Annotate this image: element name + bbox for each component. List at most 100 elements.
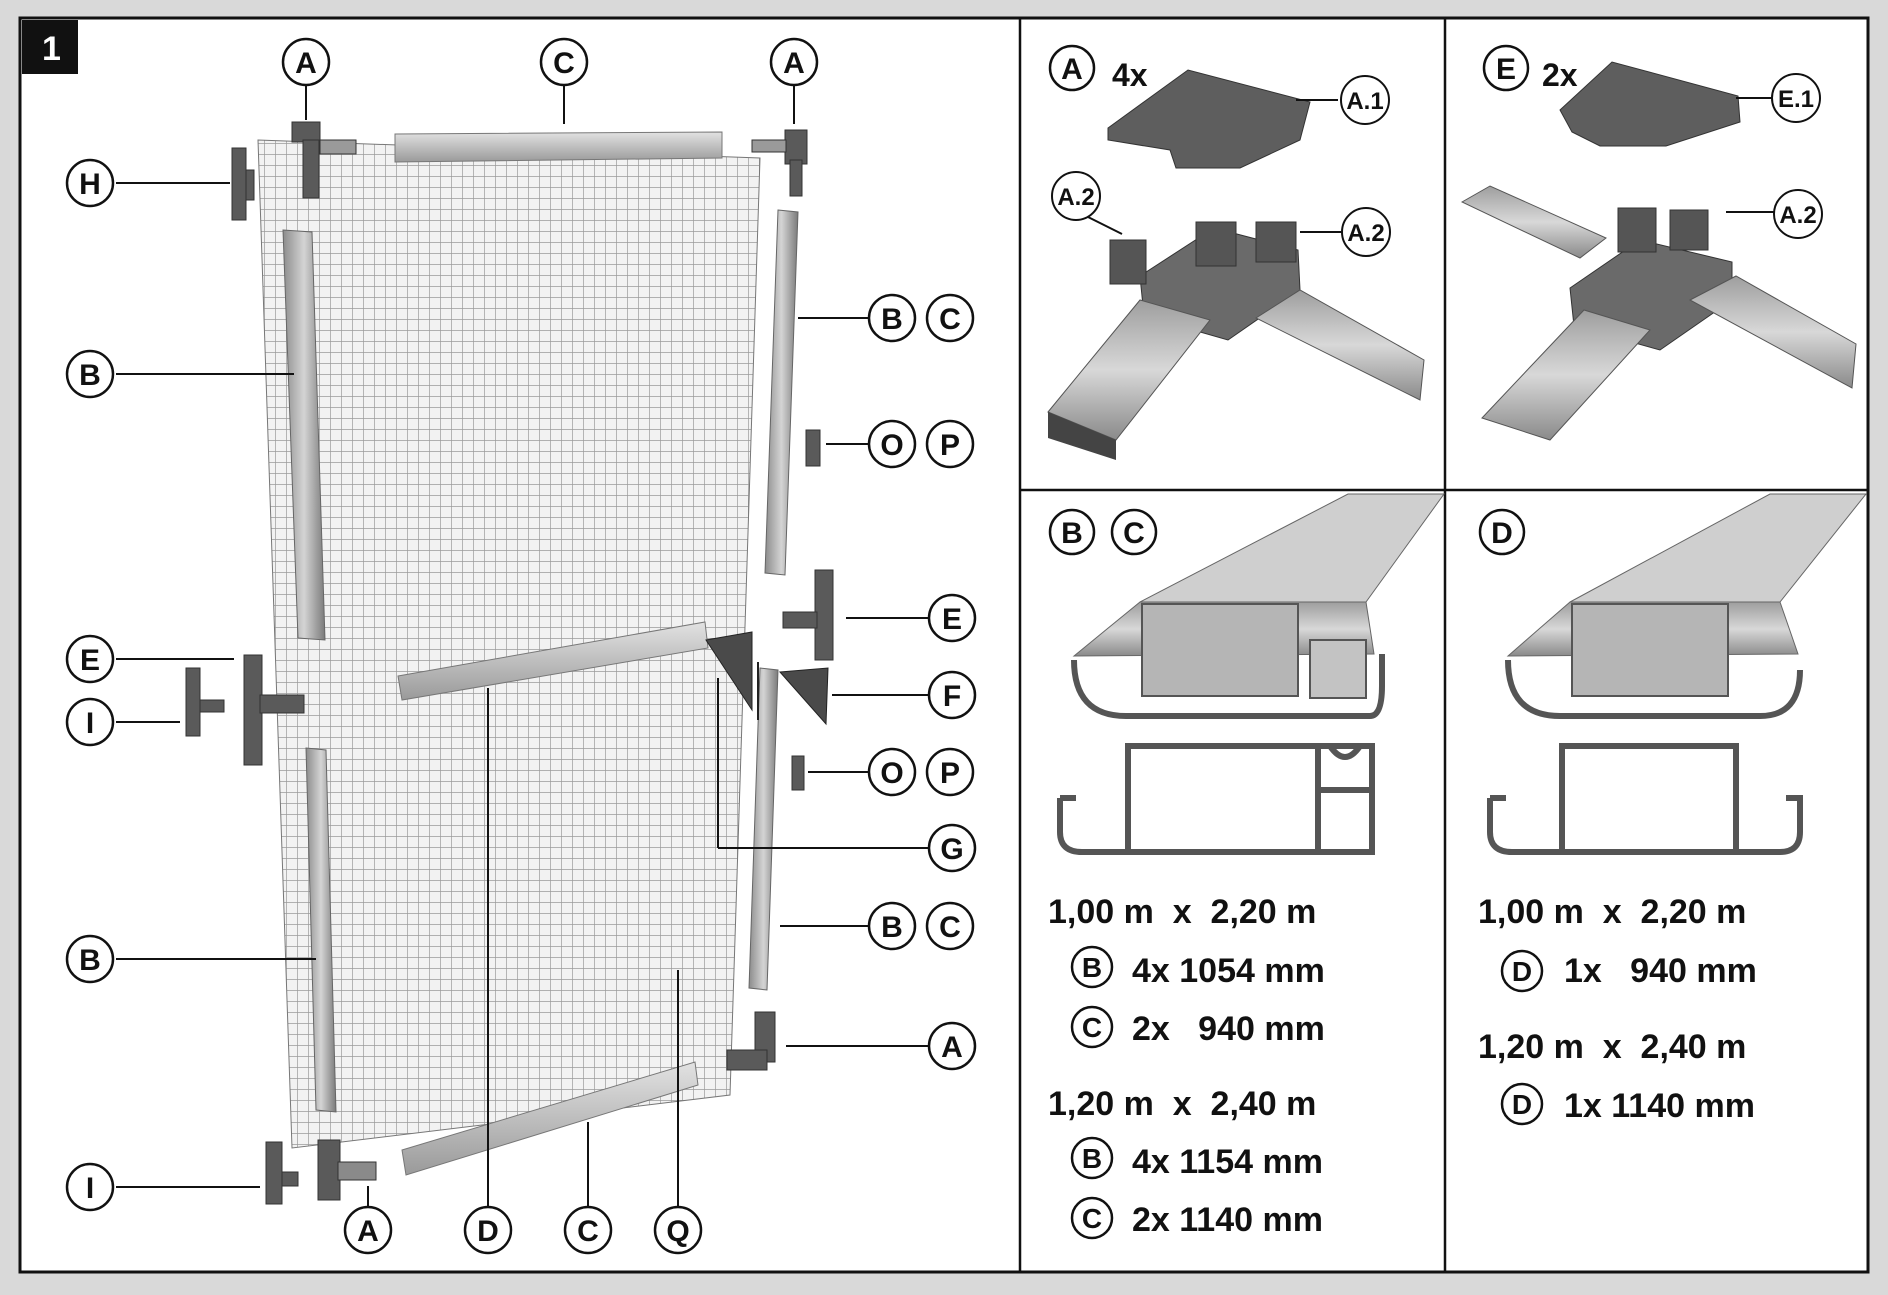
hinge-i-upper <box>185 667 225 737</box>
svg-text:O: O <box>880 429 903 462</box>
profile-bc-label-b: B <box>1061 517 1083 550</box>
stopper-op-upper <box>805 429 821 467</box>
svg-text:D: D <box>1512 956 1532 987</box>
profile-d-row-2: D 1x 1140 mm <box>1500 1082 1755 1126</box>
label-a2-right: A.2 <box>1347 220 1384 247</box>
svg-text:A: A <box>941 1031 963 1064</box>
profile-d-row-1: D 1x 940 mm <box>1500 949 1757 993</box>
profile-d-size-2: 1,20 m x 2,40 m <box>1478 1028 1746 1066</box>
profile-bc-3d <box>1071 493 1445 719</box>
tee-connector-e-right <box>782 569 834 661</box>
cap-e1 <box>1559 61 1741 147</box>
hinge-h <box>231 147 255 221</box>
svg-text:B: B <box>1082 1143 1102 1174</box>
svg-text:O: O <box>880 757 903 790</box>
profile-bc-row-2: C 2x 940 mm <box>1070 1005 1325 1049</box>
bottom-profile-c <box>401 1061 699 1176</box>
svg-text:C: C <box>939 303 961 336</box>
profile-d-size-1: 1,00 m x 2,20 m <box>1478 893 1746 931</box>
callout-g: G <box>927 823 977 873</box>
tee-connector-e-left <box>243 654 305 766</box>
callout-q-bottom: Q <box>653 1205 703 1255</box>
callout-e-left: E <box>65 634 115 684</box>
svg-text:C: C <box>939 911 961 944</box>
profile-bc-row-1: B 4x 1054 mm <box>1070 945 1325 990</box>
hinge-i-lower <box>265 1141 299 1205</box>
cap-a1 <box>1107 69 1311 169</box>
panel-profile-bc: B C 1,00 m x 2,20 m B 4x 1054 mm <box>1048 493 1445 1240</box>
svg-text:A: A <box>783 47 805 80</box>
svg-text:H: H <box>79 168 101 201</box>
panel-corner-label: A <box>1061 53 1083 86</box>
svg-text:E: E <box>942 603 962 636</box>
callout-o-lower: O <box>867 747 917 797</box>
left-profile-b-upper <box>282 229 326 641</box>
label-e1: E.1 <box>1778 86 1814 113</box>
callout-h: H <box>65 158 115 208</box>
callout-a-lower-right: A <box>927 1021 977 1071</box>
svg-text:P: P <box>940 757 960 790</box>
left-profile-b-lower <box>305 747 337 1113</box>
callout-f: F <box>927 670 977 720</box>
stopper-op-lower <box>791 755 805 791</box>
callout-a-top-left: A <box>281 37 331 87</box>
corner-connector-a-top-right <box>751 129 808 197</box>
panel-tee-quantity: 2x <box>1542 57 1578 93</box>
svg-text:B: B <box>79 944 101 977</box>
callout-b-upper-right: B <box>867 293 917 343</box>
corner-connector-a-top-left <box>291 121 357 199</box>
svg-text:I: I <box>86 1172 94 1205</box>
right-profile-b-lower <box>748 667 779 991</box>
callout-b-lower-left: B <box>65 934 115 984</box>
panel-corner-quantity: 4x <box>1112 57 1148 93</box>
svg-text:1x 940 mm: 1x 940 mm <box>1564 952 1757 990</box>
corner-connector-a-bottom-left <box>317 1139 377 1201</box>
panel-profile-d: D 1,00 m x 2,20 m D 1x 940 mm 1,20 m x 2… <box>1478 493 1868 1126</box>
callout-p-lower: P <box>925 747 975 797</box>
svg-text:C: C <box>1082 1012 1102 1043</box>
profile-bc-size-1: 1,00 m x 2,20 m <box>1048 893 1316 931</box>
svg-text:B: B <box>881 911 903 944</box>
figure-number-badge <box>22 20 78 74</box>
callout-c-upper-right: C <box>925 293 975 343</box>
label-a2-left: A.2 <box>1057 184 1094 211</box>
profile-d-section <box>1487 743 1803 855</box>
svg-text:1x 1140 mm: 1x 1140 mm <box>1564 1087 1755 1125</box>
door-exploded-view: A C A H B B C O P E E I F O P G B C B A … <box>65 37 977 1255</box>
svg-text:4x 1054 mm: 4x 1054 mm <box>1132 952 1325 990</box>
svg-text:C: C <box>553 47 575 80</box>
middle-profile-d <box>397 621 709 701</box>
callout-i-lower: I <box>65 1162 115 1212</box>
svg-text:E: E <box>80 644 100 677</box>
svg-text:G: G <box>940 833 963 866</box>
callout-a-bottom: A <box>343 1205 393 1255</box>
callout-a-top-right: A <box>769 37 819 87</box>
profile-bc-section <box>1057 743 1375 855</box>
callout-e-right: E <box>927 593 977 643</box>
panel-tee-label: E <box>1496 53 1516 86</box>
callout-b-lower-right: B <box>867 901 917 951</box>
svg-text:C: C <box>1082 1203 1102 1234</box>
callout-i-upper: I <box>65 697 115 747</box>
svg-text:2x 940 mm: 2x 940 mm <box>1132 1010 1325 1048</box>
profile-bc-row-4: C 2x 1140 mm <box>1070 1196 1323 1240</box>
callout-c-lower-right: C <box>925 901 975 951</box>
panel-corner-connector: A 4x A.1 A.2 A.2 <box>1047 44 1425 460</box>
callout-d-bottom: D <box>463 1205 513 1255</box>
svg-text:2x 1140 mm: 2x 1140 mm <box>1132 1201 1323 1239</box>
svg-text:A: A <box>357 1215 379 1248</box>
label-a2-tee: A.2 <box>1779 202 1816 229</box>
profile-bc-row-3: B 4x 1154 mm <box>1070 1136 1323 1181</box>
svg-text:D: D <box>1512 1089 1532 1120</box>
profile-d-label: D <box>1491 517 1513 550</box>
right-profile-b-upper <box>764 209 799 576</box>
svg-text:B: B <box>79 359 101 392</box>
svg-text:I: I <box>86 707 94 740</box>
callout-o-upper: O <box>867 419 917 469</box>
svg-text:P: P <box>940 429 960 462</box>
label-a1: A.1 <box>1346 88 1383 115</box>
svg-text:F: F <box>943 680 961 713</box>
corner-brace-f <box>778 667 829 726</box>
callout-p-upper: P <box>925 419 975 469</box>
